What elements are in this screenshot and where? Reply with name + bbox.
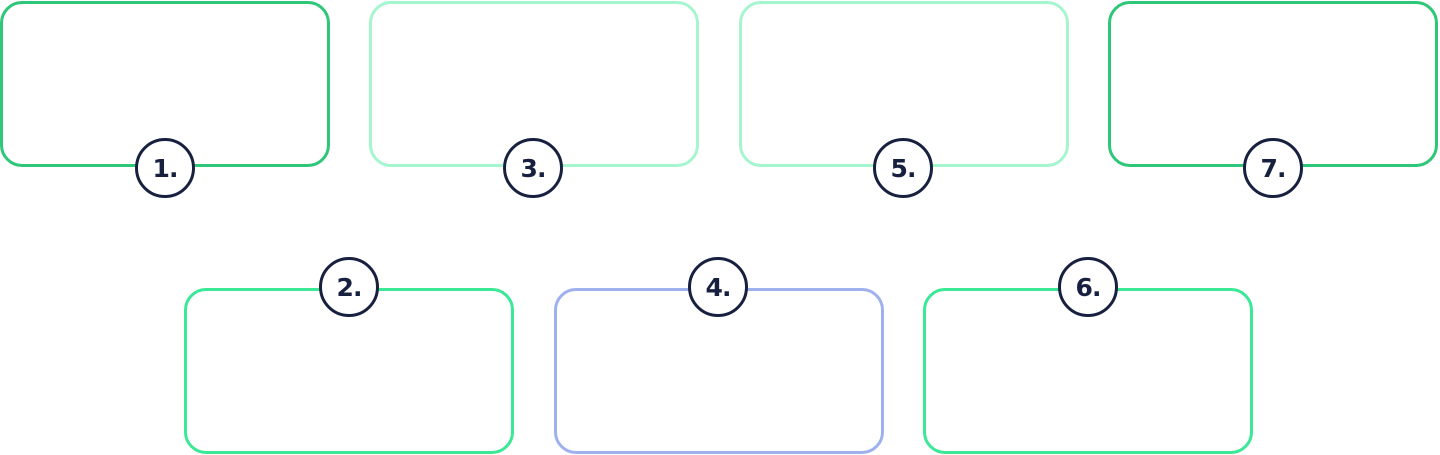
step-6-number: 6.	[1075, 272, 1102, 302]
step-7-number: 7.	[1260, 153, 1287, 183]
step-7-number-badge: 7.	[1243, 138, 1303, 198]
step-2-box	[184, 288, 514, 454]
step-1-number: 1.	[152, 153, 179, 183]
step-5-number-badge: 5.	[873, 138, 933, 198]
step-5-number: 5.	[890, 153, 917, 183]
step-2-number: 2.	[336, 272, 363, 302]
step-3-number-badge: 3.	[503, 138, 563, 198]
step-6-number-badge: 6.	[1058, 257, 1118, 317]
step-4-number: 4.	[705, 272, 732, 302]
step-4-number-badge: 4.	[688, 257, 748, 317]
step-1-number-badge: 1.	[135, 138, 195, 198]
step-3-number: 3.	[520, 153, 547, 183]
step-2-number-badge: 2.	[319, 257, 379, 317]
